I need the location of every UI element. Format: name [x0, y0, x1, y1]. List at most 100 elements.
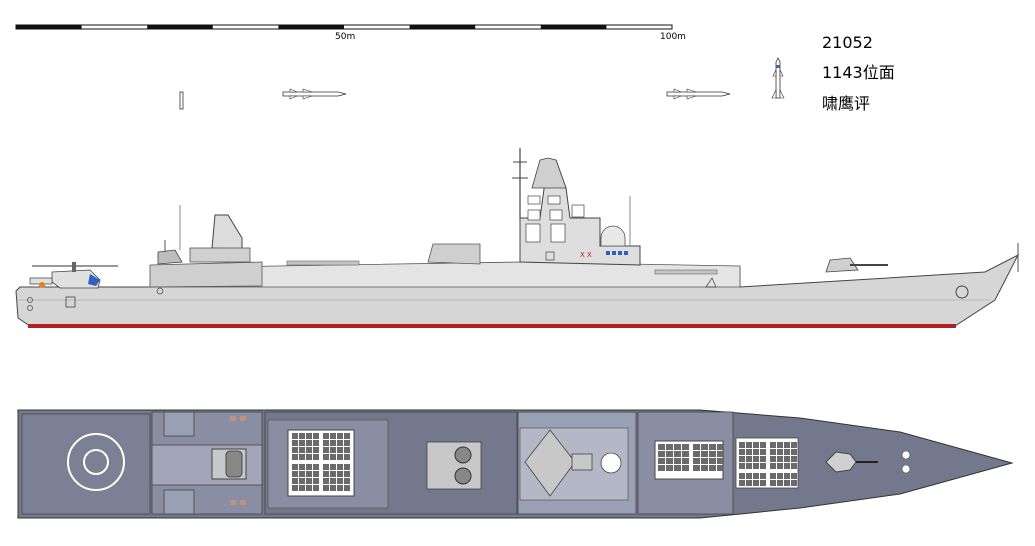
- vls-cell: [299, 440, 305, 446]
- boot-topping: [28, 324, 956, 328]
- vls-cell: [739, 473, 745, 479]
- vls-cell: [337, 447, 343, 453]
- vls-cell: [344, 471, 350, 477]
- vls-cell: [337, 464, 343, 470]
- vls-cell: [306, 471, 312, 477]
- vls-cell: [717, 451, 724, 457]
- vls-cell: [674, 465, 681, 471]
- vls-cell: [693, 465, 700, 471]
- vls-cell: [292, 464, 298, 470]
- vls-cell: [666, 444, 673, 450]
- vls-cell: [330, 447, 336, 453]
- vls-cell: [709, 458, 716, 464]
- vls-cell: [784, 480, 790, 486]
- vls-cell: [682, 458, 689, 464]
- vls-cell: [330, 485, 336, 491]
- cruise-missile-icon-1: [282, 88, 347, 100]
- vls-cell: [693, 458, 700, 464]
- vls-cell: [760, 463, 766, 469]
- vls-cell: [784, 473, 790, 479]
- vls-cell: [760, 442, 766, 448]
- vls-cell: [323, 464, 329, 470]
- vls-cell: [682, 465, 689, 471]
- vls-cell: [760, 456, 766, 462]
- small-missile-icon: [179, 91, 184, 110]
- vls-cell: [674, 444, 681, 450]
- vls-cell: [753, 473, 759, 479]
- ship-designation: 21052: [822, 33, 873, 52]
- vls-cell: [717, 465, 724, 471]
- vls-cell: [701, 451, 708, 457]
- vls-cell: [658, 451, 665, 457]
- vls-cell: [746, 473, 752, 479]
- vls-cell: [701, 465, 708, 471]
- vls-cell: [658, 458, 665, 464]
- scale-bar: [15, 24, 673, 30]
- vls-cell: [323, 485, 329, 491]
- vls-cell: [739, 463, 745, 469]
- vls-cell: [760, 473, 766, 479]
- mid-deckhouse: [427, 243, 481, 265]
- vls-cell: [753, 480, 759, 486]
- svg-text:X X: X X: [580, 251, 592, 259]
- vls-cell: [701, 458, 708, 464]
- vls-cell: [791, 456, 797, 462]
- flight-deck: [21, 413, 151, 515]
- vls-cell: [682, 444, 689, 450]
- vls-cell: [666, 458, 673, 464]
- vls-cell: [770, 442, 776, 448]
- vls-cell: [299, 433, 305, 439]
- vls-cell: [306, 454, 312, 460]
- vls-cell: [777, 442, 783, 448]
- vls-cell: [770, 456, 776, 462]
- vls-cell: [784, 463, 790, 469]
- vls-cell: [299, 464, 305, 470]
- vls-cell: [337, 440, 343, 446]
- vls-cell: [777, 449, 783, 455]
- vls-cell: [344, 433, 350, 439]
- vls-cell: [666, 465, 673, 471]
- vls-cell: [739, 480, 745, 486]
- vls-cell: [693, 444, 700, 450]
- vls-cell: [292, 433, 298, 439]
- vls-cell: [709, 444, 716, 450]
- vls-cell: [344, 485, 350, 491]
- vls-cell: [299, 485, 305, 491]
- vls-cell: [701, 444, 708, 450]
- vls-cell: [292, 471, 298, 477]
- vls-cell: [313, 447, 319, 453]
- vls-cell: [330, 464, 336, 470]
- vls-cell: [791, 473, 797, 479]
- vls-cell: [760, 449, 766, 455]
- scale-label-100m: 100m: [660, 32, 686, 42]
- vls-cell: [323, 440, 329, 446]
- vls-cell: [746, 456, 752, 462]
- vls-cell: [323, 478, 329, 484]
- vls-cell: [313, 471, 319, 477]
- vls-cell: [323, 454, 329, 460]
- vls-cell: [784, 449, 790, 455]
- vls-cell: [739, 449, 745, 455]
- vls-cell: [299, 454, 305, 460]
- vls-cell: [770, 480, 776, 486]
- vls-cell: [709, 465, 716, 471]
- vls-cell: [777, 463, 783, 469]
- helicopter-icon: [29, 262, 118, 289]
- scale-label-50m: 50m: [335, 32, 356, 42]
- vls-cell: [344, 464, 350, 470]
- vls-cell: [299, 478, 305, 484]
- vls-cell: [330, 433, 336, 439]
- vls-cell: [299, 471, 305, 477]
- ship-side-profile: X X: [15, 148, 1020, 328]
- vls-cell: [330, 454, 336, 460]
- vls-cell: [306, 440, 312, 446]
- vls-cell: [717, 458, 724, 464]
- vls-cell: [292, 454, 298, 460]
- vls-cell: [739, 456, 745, 462]
- vls-cell: [777, 480, 783, 486]
- vls-cell: [313, 478, 319, 484]
- vls-cell: [323, 447, 329, 453]
- author-label: 1143位面: [822, 63, 895, 82]
- vls-cell: [784, 456, 790, 462]
- vls-cell: [753, 463, 759, 469]
